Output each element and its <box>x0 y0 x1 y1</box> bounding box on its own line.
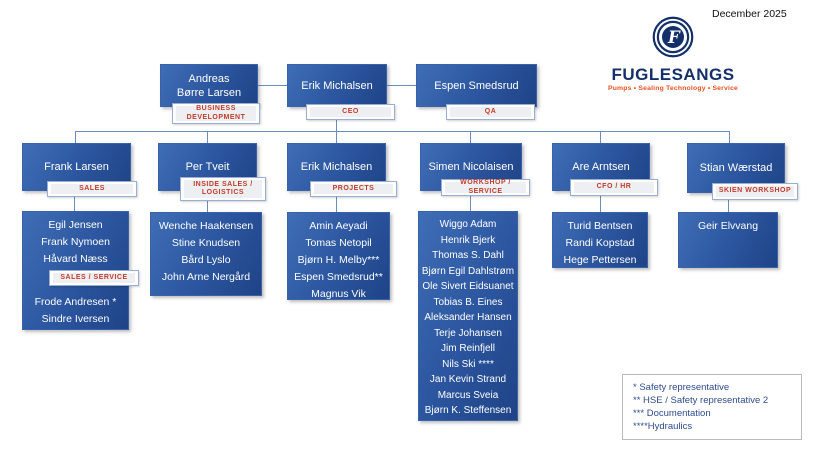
team-member: Magnus Vik <box>311 288 366 300</box>
exec-box-ceo: Erik Michalsen <box>287 64 387 107</box>
team-member: Turid Bentsen <box>567 220 633 232</box>
legend-box: * Safety representative ** HSE / Safety … <box>622 374 802 440</box>
role-label-text: CEO <box>310 107 391 117</box>
role-label-inside-sales: INSIDE SALES / LOGISTICS <box>180 177 266 201</box>
logo-wordmark: FUGLESANGS <box>611 65 735 84</box>
role-label-text: CFO / HR <box>574 182 654 193</box>
legend-line: ** HSE / Safety representative 2 <box>633 395 769 406</box>
team-member: Wiggo Adam <box>439 219 497 230</box>
role-label-text: SALES <box>51 184 133 194</box>
svg-text:F: F <box>667 28 681 47</box>
team-member: Wenche Haakensen <box>158 220 254 232</box>
role-label-text: PROJECTS <box>314 184 393 194</box>
role-label-skien-workshop: SKIEN WORKSHOP <box>712 183 798 200</box>
connector-line <box>207 131 208 144</box>
team-member: Bård Lyslo <box>181 254 231 266</box>
connector-line <box>600 195 601 213</box>
team-member: Tobias B. Eines <box>433 296 503 308</box>
role-label-text: INSIDE SALES / LOGISTICS <box>184 180 262 198</box>
team-member: Henrik Bjerk <box>440 234 496 246</box>
connector-line <box>600 131 601 144</box>
manager-box-cfo-hr: Are Arntsen <box>552 143 650 191</box>
team-member: Bjørn H. Melby*** <box>297 254 380 266</box>
connector-line <box>336 196 337 213</box>
team-member: Frode Andresen * <box>34 296 117 308</box>
team-member: John Arne Nergård <box>161 271 251 283</box>
company-logo: F FUGLESANGS Pumps • Sealing Technology … <box>597 15 749 92</box>
legend-line: * Safety representative <box>633 382 730 393</box>
team-member: Ole Sivert Eidsuanet <box>422 281 514 292</box>
connector-line <box>336 120 337 131</box>
role-label-text: SALES / SERVICE <box>53 273 135 283</box>
role-label-text: BUSINESS DEVELOPMENT <box>176 105 256 121</box>
person-name: Børre Larsen <box>176 86 242 99</box>
role-label-cfo-hr: CFO / HR <box>570 179 658 196</box>
role-label-ceo: CEO <box>306 104 395 120</box>
person-name: Andreas <box>188 72 230 85</box>
team-box-workshop-service: Wiggo Adam Henrik Bjerk Thomas S. Dahl B… <box>418 211 518 421</box>
legend-line: ****Hydraulics <box>633 421 693 432</box>
team-member: Jim Reinfjell <box>441 343 495 354</box>
team-member: Randi Kopstad <box>565 237 635 249</box>
team-member: Nils Ski **** <box>442 358 494 370</box>
team-member: Aleksander Hansen <box>424 312 512 323</box>
team-member: Jan Kevin Strand <box>429 374 507 385</box>
person-name: Stian Wærstad <box>699 162 773 174</box>
logo-tagline: Pumps • Sealing Technology • Service <box>607 85 739 92</box>
person-name: Simen Nicolaisen <box>428 161 514 173</box>
team-member: Egil Jensen <box>48 219 103 231</box>
role-label-text: WORKSHOP / SERVICE <box>445 179 526 195</box>
logo-mark-icon: F <box>597 15 749 64</box>
person-name: Espen Smedsrud <box>434 79 519 92</box>
connector-line <box>728 199 729 213</box>
team-box-projects: Amin Aeyadi Tomas Netopil Bjørn H. Melby… <box>287 212 390 300</box>
person-name: Erik Michalsen <box>301 79 373 92</box>
connector-line <box>470 131 471 144</box>
role-label-sales-service: SALES / SERVICE <box>49 270 139 286</box>
person-name: Frank Larsen <box>44 161 109 173</box>
team-box-cfo-hr: Turid Bentsen Randi Kopstad Hege Petters… <box>552 212 648 268</box>
date-label: December 2025 <box>712 8 787 20</box>
team-member: Håvard Næss <box>43 253 108 265</box>
role-label-workshop-service: WORKSHOP / SERVICE <box>441 179 530 196</box>
person-name: Are Arntsen <box>572 161 630 173</box>
person-name: Per Tveit <box>185 161 230 173</box>
connector-line <box>207 200 208 213</box>
team-box-skien-workshop: Geir Elvvang <box>678 212 778 268</box>
connector-line <box>336 131 337 144</box>
team-member: Frank Nymoen <box>41 236 110 248</box>
exec-box-qa: Espen Smedsrud <box>416 64 537 107</box>
team-member: Bjørn Egil Dahlstrøm <box>421 265 515 277</box>
team-member: Sindre Iversen <box>41 313 110 325</box>
person-name: Erik Michalsen <box>300 161 373 173</box>
connector-line <box>75 131 730 132</box>
team-member: Hege Pettersen <box>563 254 637 266</box>
connector-line <box>470 195 471 212</box>
role-label-qa: QA <box>446 104 535 120</box>
connector-line <box>75 131 76 144</box>
team-member: Bjørn K. Steffensen <box>424 405 512 416</box>
team-member: Stine Knudsen <box>171 237 241 249</box>
connector-line <box>74 196 75 212</box>
team-member: Tomas Netopil <box>305 237 372 249</box>
role-label-business-development: BUSINESS DEVELOPMENT <box>172 103 260 124</box>
connector-line <box>256 85 287 86</box>
exec-box-business-development: Andreas Børre Larsen <box>160 64 258 107</box>
connector-line <box>385 85 416 86</box>
legend-line: *** Documentation <box>633 408 711 419</box>
role-label-projects: PROJECTS <box>310 181 397 197</box>
team-member: Geir Elvvang <box>697 220 759 232</box>
role-label-text: SKIEN WORKSHOP <box>716 186 794 197</box>
team-box-inside-sales: Wenche Haakensen Stine Knudsen Bård Lysl… <box>150 212 262 296</box>
team-member: Terje Johansen <box>434 327 502 339</box>
connector-line <box>729 131 730 144</box>
team-member: Thomas S. Dahl <box>432 250 504 261</box>
role-label-text: QA <box>450 107 531 117</box>
role-label-sales: SALES <box>47 181 137 197</box>
team-member: Amin Aeyadi <box>309 220 368 232</box>
team-box-sales: Egil Jensen Frank Nymoen Håvard Næss SAL… <box>22 211 139 330</box>
team-member: Espen Smedsrud** <box>294 271 383 283</box>
team-member: Marcus Sveia <box>437 389 499 401</box>
